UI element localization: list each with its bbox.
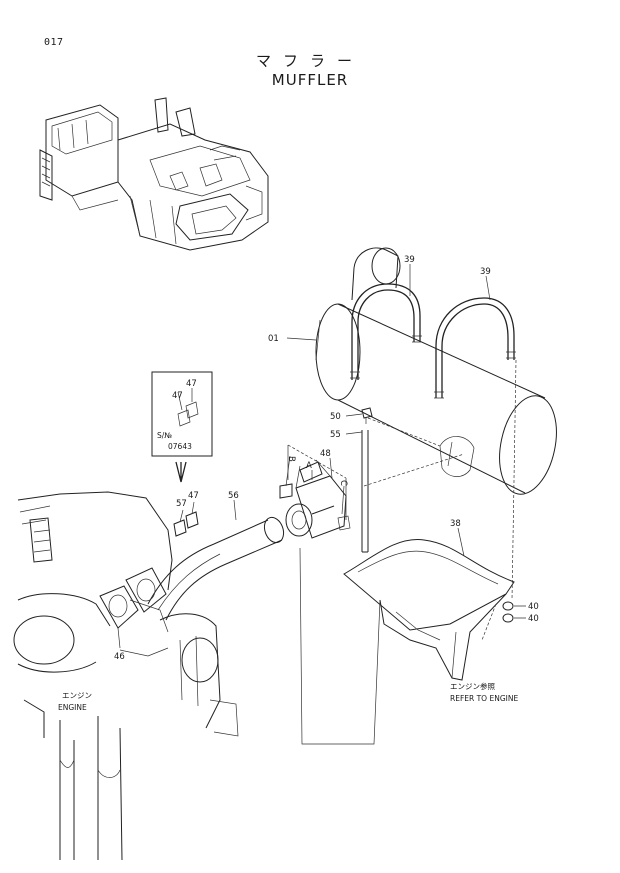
label-u-bolt-b: 39 <box>480 267 491 277</box>
label-pipe-56: 56 <box>228 491 239 501</box>
note-refer-jp: エンジン参照 <box>450 681 495 691</box>
title-english: MUFFLER <box>271 71 349 89</box>
label-nut-57: 57 <box>176 499 187 509</box>
rod-55 <box>361 430 369 553</box>
inset-serial-label: S/№ <box>157 431 172 440</box>
bolt-50 <box>361 407 373 424</box>
inset-label-47-left: 47 <box>172 391 183 401</box>
clamp-bracket <box>279 444 351 539</box>
note-engine-jp: エンジン <box>62 691 92 700</box>
label-letter-b: B <box>286 456 296 462</box>
page-number: 017 <box>44 37 64 48</box>
inset-serial-number: 07643 <box>168 442 192 451</box>
leader-lines <box>117 264 526 745</box>
gasket-flange <box>99 567 167 629</box>
u-bolt-rear <box>434 297 516 399</box>
label-rod-55: 55 <box>330 430 341 440</box>
cover-38 <box>343 539 515 681</box>
note-refer-en: REFER TO ENGINE <box>450 694 518 703</box>
inset-label-47-right: 47 <box>186 379 197 389</box>
excavator-thumbnail <box>39 97 269 251</box>
engine-outline <box>13 491 239 861</box>
label-nut-47: 47 <box>188 491 199 501</box>
label-u-bolt-a: 39 <box>404 255 415 265</box>
u-bolt-front <box>350 283 422 380</box>
label-cover-38: 38 <box>450 519 461 529</box>
label-bolt-50: 50 <box>330 412 341 422</box>
note-engine-en: ENGINE <box>58 703 87 712</box>
nut-57-47 <box>173 511 199 537</box>
nut-40 <box>502 601 514 623</box>
exhaust-pipe <box>147 516 285 621</box>
label-letter-a: A <box>306 461 312 471</box>
title-japanese: マフラー <box>255 52 364 70</box>
label-letter-c: C <box>338 480 348 486</box>
label-muffler: 01 <box>268 334 279 344</box>
inset-box <box>151 371 213 483</box>
label-nut-40b: 40 <box>528 614 539 624</box>
label-gasket-46: 46 <box>114 652 125 662</box>
label-nut-40a: 40 <box>528 602 539 612</box>
label-bracket-48: 48 <box>320 449 331 459</box>
